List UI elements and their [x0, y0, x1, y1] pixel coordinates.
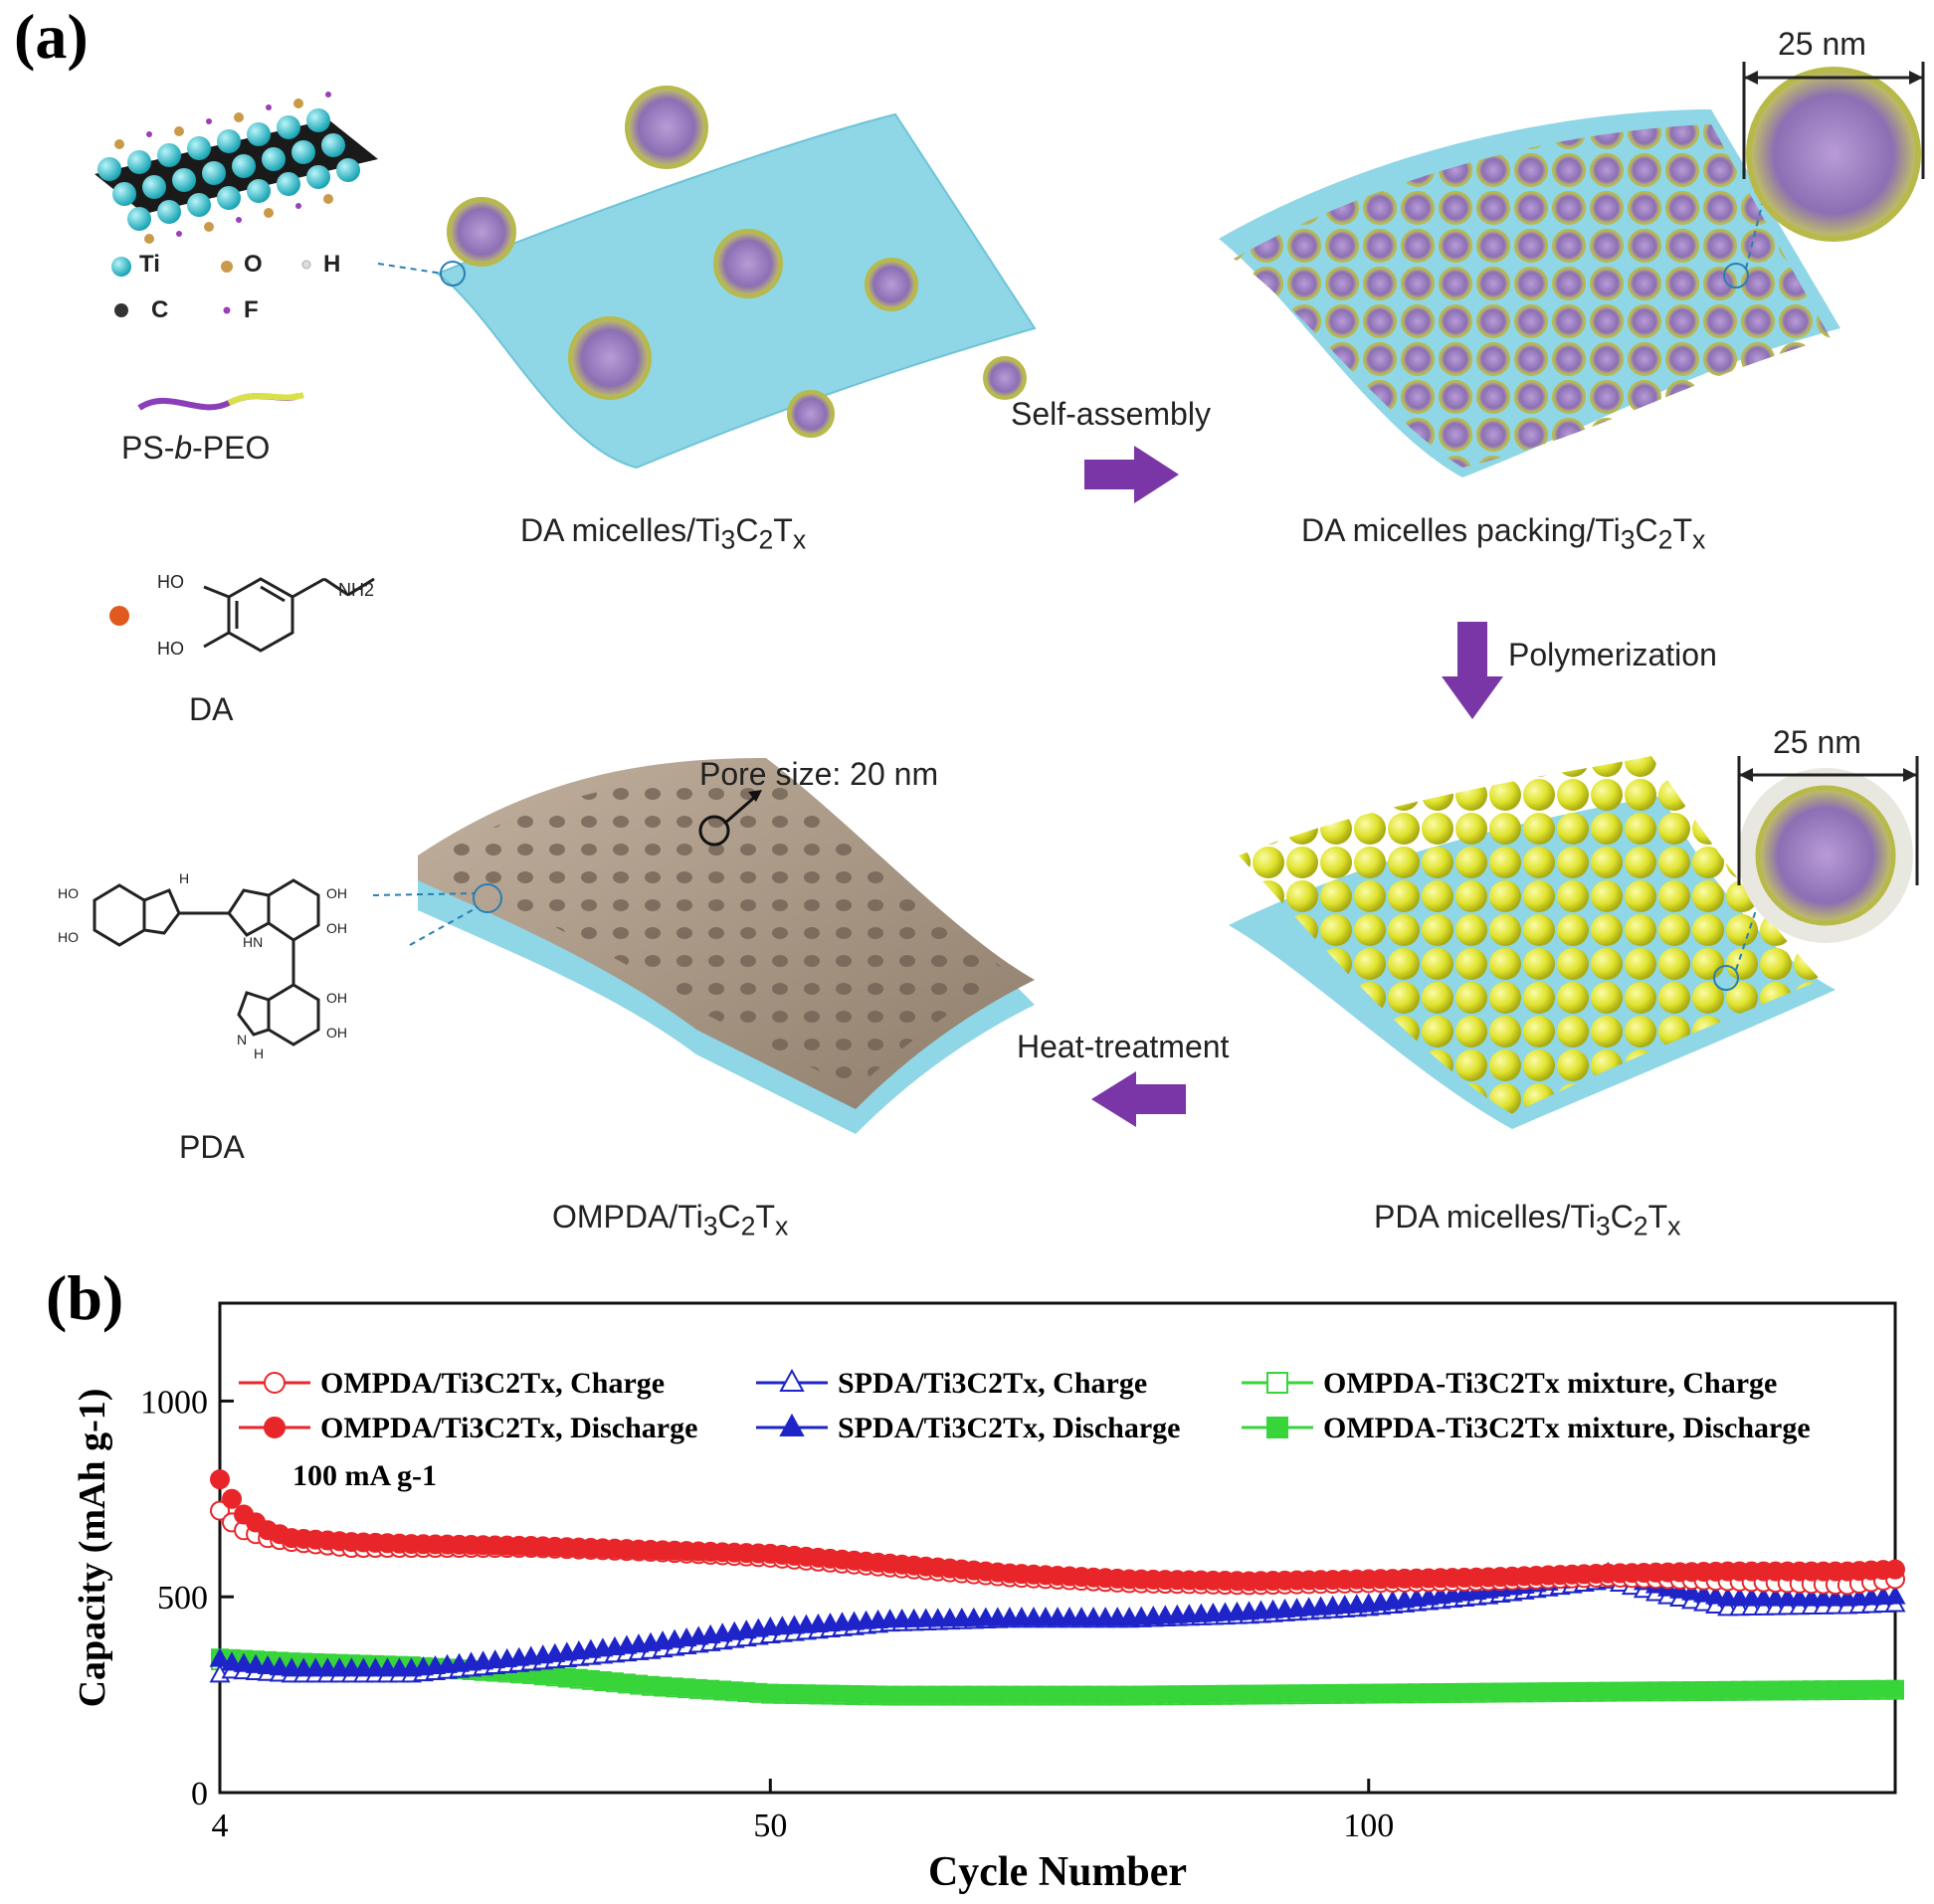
legend-marker	[264, 1417, 286, 1438]
svg-text:OH: OH	[326, 920, 347, 936]
y-tick-label: 1000	[140, 1384, 208, 1421]
legend-ti-label: Ti	[139, 251, 160, 278]
svg-text:H: H	[179, 870, 189, 886]
o-atom-marker	[221, 261, 233, 273]
data-point	[209, 1647, 231, 1667]
data-point	[1705, 1585, 1727, 1605]
svg-text:OH: OH	[326, 990, 347, 1006]
mxene-lattice	[95, 92, 378, 244]
data-point	[245, 1653, 267, 1673]
caption-ompda: OMPDA/Ti3C2Tx	[552, 1199, 789, 1241]
x-tick-label: 50	[753, 1808, 787, 1844]
da-ho2-label: HO	[157, 639, 184, 659]
panel-a-letter: (a)	[14, 1, 89, 72]
legend-marker	[779, 1413, 805, 1436]
data-point	[1884, 1585, 1906, 1605]
da-micelles-sheet	[377, 86, 1037, 470]
da-ho1-label: HO	[157, 572, 184, 592]
data-point	[1681, 1581, 1703, 1601]
legend-label: OMPDA-Ti3C2Tx mixture, Discharge	[1323, 1412, 1811, 1444]
legend-f-label: F	[244, 296, 259, 323]
legend-marker	[264, 1372, 286, 1394]
ti-atom-marker	[111, 257, 131, 277]
rate-annotation: 100 mA g-1	[292, 1459, 437, 1492]
caption-da-packing: DA micelles packing/Ti3C2Tx	[1301, 512, 1706, 555]
scale-label-bottom: 25 nm	[1773, 724, 1861, 760]
series-5	[211, 1648, 1904, 1704]
y-tick-label: 0	[191, 1776, 208, 1812]
legend-label: OMPDA/Ti3C2Tx, Charge	[320, 1367, 665, 1400]
da-nh2-label: NH2	[338, 580, 375, 600]
ompda-sheet	[372, 758, 1035, 1134]
data-point	[210, 1469, 230, 1490]
legend-label: SPDA/Ti3C2Tx, Discharge	[838, 1412, 1180, 1444]
svg-text:OH: OH	[326, 1025, 347, 1041]
polymerization-arrow	[1442, 622, 1503, 719]
svg-text:HO: HO	[58, 929, 79, 945]
data-point	[1885, 1559, 1905, 1580]
heat-treatment-label: Heat-treatment	[1017, 1029, 1230, 1064]
da-marker	[109, 606, 129, 626]
caption-da-micelles: DA micelles/Ti3C2Tx	[520, 512, 807, 555]
pda-label: PDA	[179, 1129, 245, 1165]
svg-text:OH: OH	[326, 885, 347, 901]
panel-b-letter: (b)	[46, 1262, 124, 1333]
legend-marker	[1266, 1417, 1288, 1438]
polymer-label: PS-b-PEO	[121, 430, 271, 466]
legend-entry-4: OMPDA-Ti3C2Tx mixture, Charge	[1242, 1367, 1777, 1400]
c-atom-marker	[114, 303, 128, 317]
svg-text:HO: HO	[58, 885, 79, 901]
da-molecule	[203, 577, 375, 653]
legend-marker	[1266, 1372, 1288, 1394]
legend-label: OMPDA/Ti3C2Tx, Discharge	[320, 1412, 697, 1444]
svg-text:HN: HN	[243, 934, 263, 950]
legend-o-label: O	[244, 251, 263, 278]
f-atom-marker	[223, 306, 231, 314]
legend-marker	[779, 1368, 805, 1392]
caption-pda-micelles: PDA micelles/Ti3C2Tx	[1374, 1199, 1681, 1241]
data-point	[1886, 1679, 1904, 1698]
legend-label: SPDA/Ti3C2Tx, Charge	[838, 1367, 1147, 1400]
data-point	[221, 1651, 243, 1671]
polymerization-label: Polymerization	[1508, 637, 1717, 672]
legend-c-label: C	[151, 296, 169, 323]
data-point	[222, 1488, 243, 1509]
legend-entry-2: SPDA/Ti3C2Tx, Charge	[756, 1367, 1147, 1400]
data-point	[210, 1500, 230, 1521]
svg-text:H: H	[254, 1046, 264, 1061]
plot-frame	[218, 1301, 1897, 1795]
legend-entry-5: OMPDA-Ti3C2Tx mixture, Discharge	[1242, 1412, 1811, 1444]
svg-text:N: N	[237, 1032, 247, 1047]
y-axis-label: Capacity (mAh g-1)	[72, 1389, 113, 1708]
legend-label: OMPDA-Ti3C2Tx mixture, Charge	[1323, 1367, 1777, 1400]
heat-treatment-arrow	[1091, 1071, 1186, 1127]
scale-label-top: 25 nm	[1778, 26, 1866, 62]
series-1	[210, 1469, 1905, 1592]
da-label: DA	[189, 691, 234, 727]
self-assembly-arrow	[1084, 446, 1179, 503]
data-point	[233, 1652, 255, 1672]
x-axis-label: Cycle Number	[928, 1849, 1187, 1895]
legend-entry-3: SPDA/Ti3C2Tx, Discharge	[756, 1412, 1180, 1444]
legend-entry-1: OMPDA/Ti3C2Tx, Discharge	[239, 1412, 697, 1444]
pda-molecule	[93, 878, 320, 1047]
h-atom-marker	[301, 260, 311, 270]
y-tick-label: 500	[157, 1580, 208, 1617]
legend-entry-0: OMPDA/Ti3C2Tx, Charge	[239, 1367, 665, 1400]
legend-h-label: H	[323, 251, 341, 278]
x-tick-label: 4	[212, 1808, 229, 1844]
da-micelles-packing-sheet	[1219, 62, 1925, 477]
data-point	[257, 1654, 279, 1675]
self-assembly-label: Self-assembly	[1011, 396, 1211, 432]
x-tick-label: 100	[1343, 1808, 1394, 1844]
data-point	[269, 1656, 290, 1676]
pda-micelles-sheet	[1229, 756, 1919, 1129]
series-3	[209, 1561, 1906, 1677]
pore-size-label: Pore size: 20 nm	[699, 756, 939, 792]
data-point	[1693, 1583, 1715, 1603]
